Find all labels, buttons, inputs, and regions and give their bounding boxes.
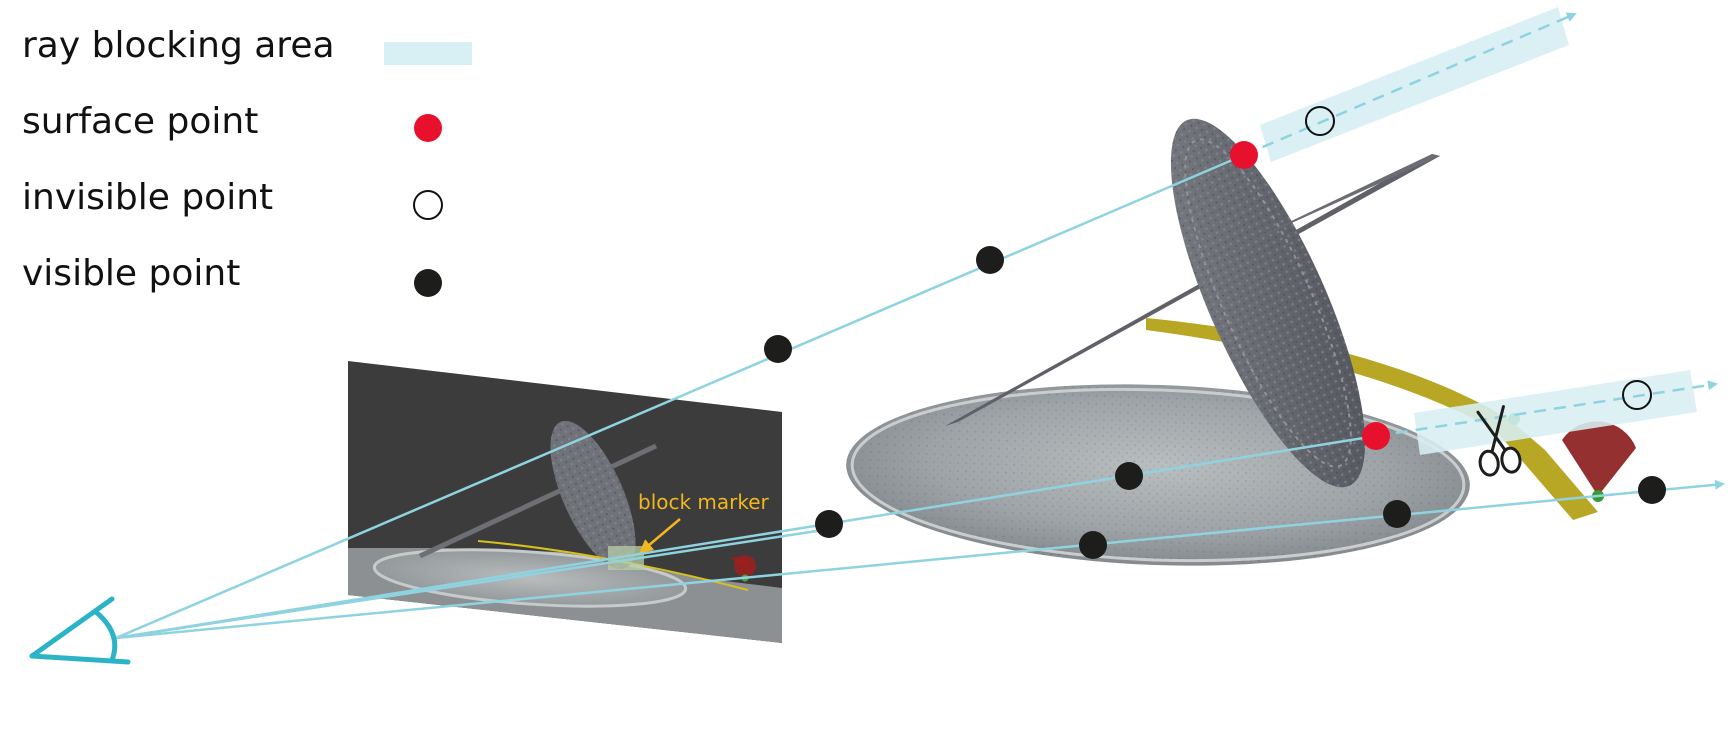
visible-points — [764, 246, 1666, 559]
block-marker-label: block marker — [638, 490, 770, 514]
rendered-view-cone-top — [734, 555, 756, 577]
legend-swatch-ray-blocking-area — [384, 42, 472, 65]
rendered-view-gnomon — [418, 443, 658, 559]
invisible-point — [1622, 380, 1652, 410]
surface-point — [1230, 141, 1258, 169]
gnomon-front — [1205, 154, 1440, 262]
legend-label-ray-blocking-area: ray blocking area — [22, 25, 335, 66]
visible-point — [1079, 531, 1107, 559]
visible-point — [764, 335, 792, 363]
gnomon — [945, 154, 1440, 426]
visible-point — [1638, 476, 1666, 504]
eye-icon — [29, 596, 131, 665]
invisible-points — [1305, 106, 1652, 410]
legend-swatch-surface-point — [414, 114, 442, 142]
legend-label-surface-point: surface point — [22, 101, 258, 142]
visible-point — [1383, 500, 1411, 528]
invisible-point — [1305, 106, 1335, 136]
dial-plate-texture — [846, 384, 1470, 566]
legend-label-visible-point: visible point — [22, 253, 240, 294]
ray-blocking-areas — [1260, 7, 1697, 455]
legend-swatch-visible-point — [414, 269, 442, 297]
legend: ray blocking area surface point invisibl… — [22, 25, 472, 297]
visible-point — [815, 510, 843, 538]
ray-blocking-area-upper — [1260, 7, 1569, 162]
ray-4 — [115, 527, 831, 640]
surface-point — [1362, 422, 1390, 450]
legend-label-invisible-point: invisible point — [22, 177, 273, 218]
sundial-scene — [846, 118, 1636, 566]
rendered-view-disc-texture — [550, 420, 636, 570]
visibility-cone — [1562, 421, 1636, 496]
ray-1 — [115, 153, 1245, 640]
scissors-icon — [1476, 405, 1522, 477]
ray-blocking-area-lower — [1414, 370, 1697, 455]
ray-2-blocked — [1375, 380, 1718, 438]
block-marker-arrow — [638, 518, 681, 554]
rays — [115, 12, 1725, 640]
visible-point — [976, 246, 1004, 274]
block-marker-annotation: block marker — [638, 490, 770, 554]
ray-2 — [115, 434, 1377, 640]
dial-disc-ring — [1184, 138, 1352, 468]
visible-point — [1115, 462, 1143, 490]
legend-swatch-invisible-point — [413, 190, 443, 220]
dial-disc-texture — [1170, 118, 1366, 488]
ray-3 — [115, 479, 1725, 640]
dial-plate-rim — [850, 387, 1466, 563]
surface-points — [1230, 141, 1390, 450]
